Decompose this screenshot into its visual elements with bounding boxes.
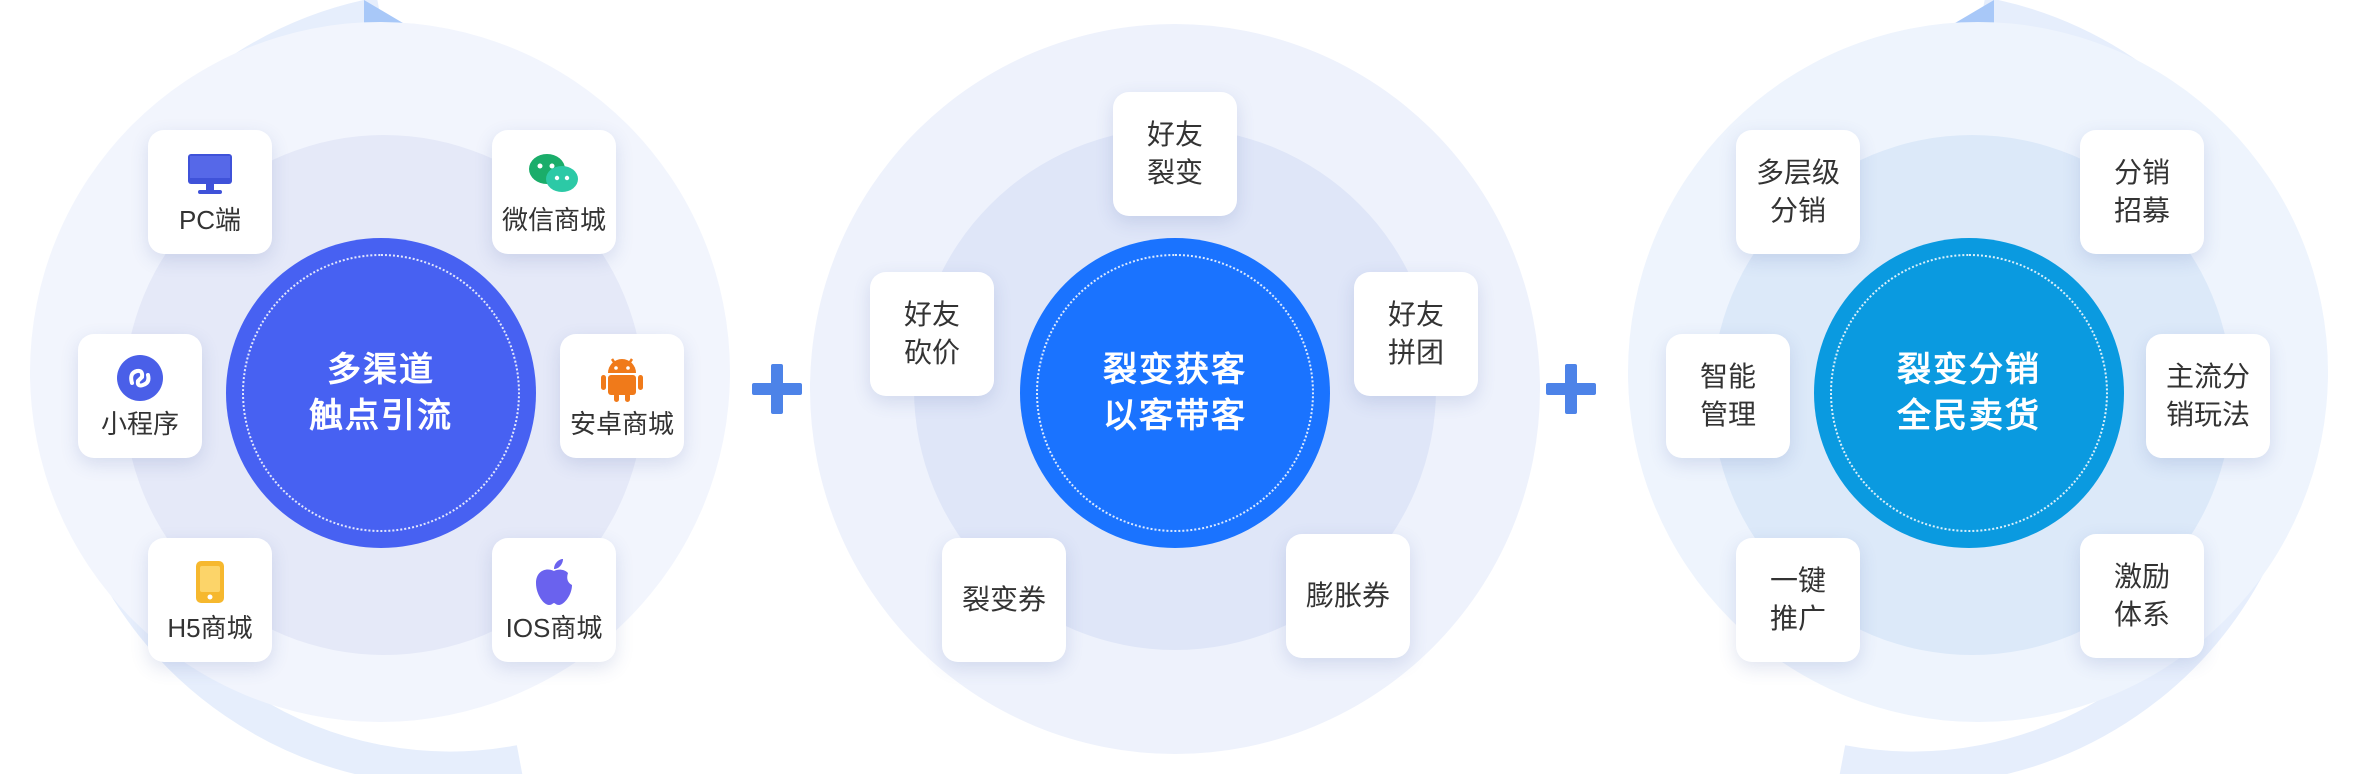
card-one-click: 一键 推广 bbox=[1736, 538, 1860, 662]
mini-program-icon bbox=[112, 352, 168, 404]
card-line2: 拼团 bbox=[1387, 337, 1444, 368]
card-line2: 分销 bbox=[1769, 195, 1826, 226]
group3-hub-line1: 裂变分销 bbox=[1897, 351, 2041, 389]
card-line2: 体系 bbox=[2113, 599, 2170, 630]
card-smart-manage: 智能 管理 bbox=[1666, 334, 1790, 458]
card-wechat-label: 微信商城 bbox=[501, 205, 606, 235]
group1-hub: 多渠道 触点引流 bbox=[226, 238, 536, 548]
card-android-label: 安卓商城 bbox=[569, 409, 674, 439]
group1-hub-line2: 触点引流 bbox=[309, 397, 453, 435]
card-line2: 裂变 bbox=[1146, 157, 1203, 188]
card-wechat: 微信商城 bbox=[492, 130, 616, 254]
group1-hub-line1: 多渠道 bbox=[327, 351, 435, 389]
plus-icon-1 bbox=[752, 364, 802, 414]
card-line1: 激励 bbox=[2113, 561, 2170, 592]
card-friend-bargain: 好友 砍价 bbox=[870, 272, 994, 396]
card-line1: 裂变券 bbox=[961, 584, 1046, 615]
card-friend-group: 好友 拼团 bbox=[1354, 272, 1478, 396]
card-fission-coupon: 裂变券 bbox=[942, 538, 1066, 662]
card-line1: 分销 bbox=[2113, 157, 2170, 188]
card-pc-label: PC端 bbox=[178, 205, 242, 235]
card-line2: 砍价 bbox=[903, 337, 960, 368]
wechat-icon bbox=[526, 148, 582, 200]
card-line1: 好友 bbox=[1146, 119, 1203, 150]
card-pc: PC端 bbox=[148, 130, 272, 254]
group2-hub-line2: 以客带客 bbox=[1103, 397, 1247, 435]
card-multilevel: 多层级 分销 bbox=[1736, 130, 1860, 254]
group3-hub: 裂变分销 全民卖货 bbox=[1814, 238, 2124, 548]
card-h5-label: H5商城 bbox=[167, 613, 253, 643]
card-expansion-coupon: 膨胀券 bbox=[1286, 534, 1410, 658]
monitor-icon bbox=[182, 148, 238, 200]
apple-icon bbox=[526, 556, 582, 608]
card-recruit: 分销 招募 bbox=[2080, 130, 2204, 254]
plus-icon-2 bbox=[1546, 364, 1596, 414]
card-incentive: 激励 体系 bbox=[2080, 534, 2204, 658]
group2-hub: 裂变获客 以客带客 bbox=[1020, 238, 1330, 548]
card-line2: 管理 bbox=[1699, 399, 1756, 430]
card-line1: 一键 bbox=[1769, 565, 1826, 596]
card-miniprogram: 小程序 bbox=[78, 334, 202, 458]
android-icon bbox=[594, 352, 650, 404]
card-line1: 好友 bbox=[1387, 299, 1444, 330]
group2-hub-line1: 裂变获客 bbox=[1103, 351, 1247, 389]
card-line1: 多层级 bbox=[1755, 157, 1840, 188]
card-friend-fission: 好友 裂变 bbox=[1113, 92, 1237, 216]
card-line1: 好友 bbox=[903, 299, 960, 330]
card-h5: H5商城 bbox=[148, 538, 272, 662]
card-line2: 推广 bbox=[1769, 603, 1826, 634]
card-ios-label: IOS商城 bbox=[505, 613, 603, 643]
phone-icon bbox=[182, 556, 238, 608]
card-line2: 招募 bbox=[2113, 195, 2170, 226]
group3-hub-line2: 全民卖货 bbox=[1897, 397, 2041, 435]
card-miniprogram-label: 小程序 bbox=[100, 409, 179, 439]
card-line1: 主流分 bbox=[2165, 361, 2250, 392]
card-android: 安卓商城 bbox=[560, 334, 684, 458]
card-line2: 销玩法 bbox=[2165, 399, 2250, 430]
card-line1: 膨胀券 bbox=[1305, 580, 1390, 611]
card-line1: 智能 bbox=[1699, 361, 1756, 392]
card-mainstream: 主流分 销玩法 bbox=[2146, 334, 2270, 458]
card-ios: IOS商城 bbox=[492, 538, 616, 662]
